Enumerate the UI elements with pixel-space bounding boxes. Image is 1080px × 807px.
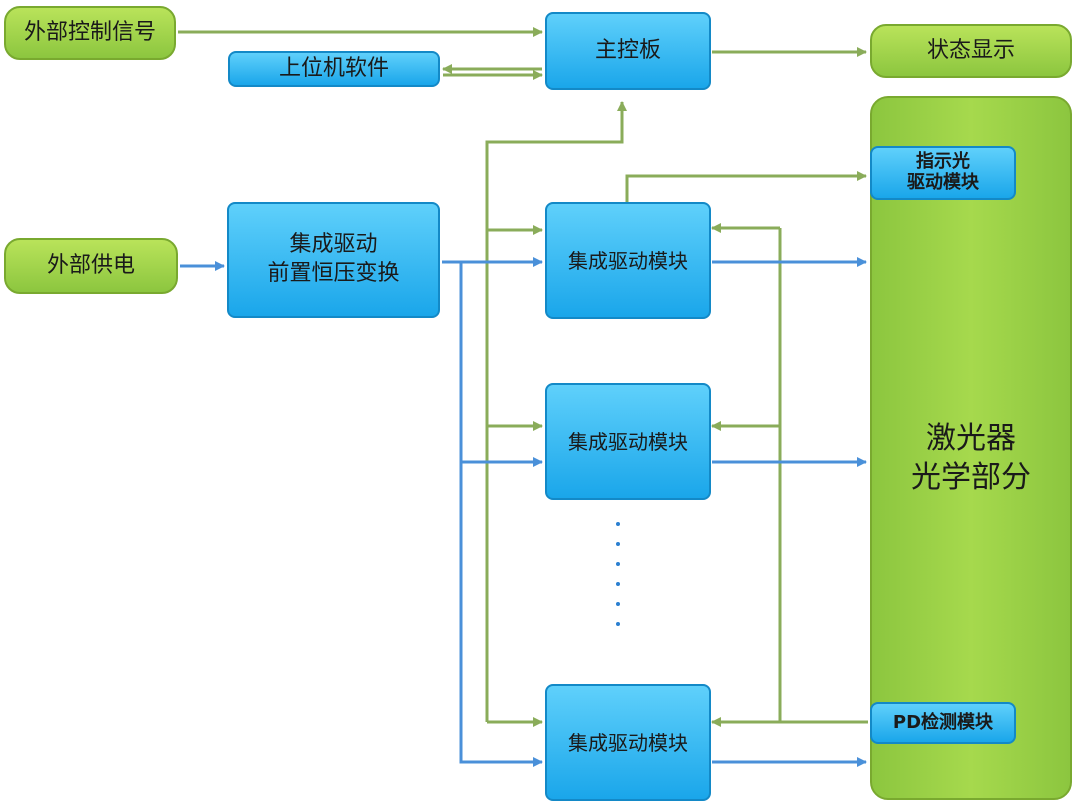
laser-optics-line-1: 激光器 (926, 421, 1016, 456)
driver-module-1-label: 集成驱动模块 (568, 248, 688, 273)
bus-to-main (485, 101, 627, 722)
laser-optics: 激光器 光学部分 (870, 96, 1072, 800)
main-board-label: 主控板 (594, 37, 661, 63)
status-display-label: 状态显示 (926, 37, 1015, 63)
pd-detection-label: PD检测模块 (892, 712, 994, 734)
driver-module-2-label: 集成驱动模块 (568, 429, 688, 454)
indicator-driver-line-1: 指示光 (916, 151, 970, 173)
host-software-label: 上位机软件 (278, 55, 389, 81)
driver-module-3: 集成驱动模块 (545, 684, 711, 801)
pre-regulator: 集成驱动 前置恒压变换 (227, 202, 440, 318)
pd-detection-module: PD检测模块 (870, 702, 1016, 744)
laser-optics-line-2: 光学部分 (911, 460, 1031, 495)
status-display: 状态显示 (870, 24, 1072, 78)
driver-module-1: 集成驱动模块 (545, 202, 711, 319)
indicator-driver-line-2: 驱动模块 (907, 172, 979, 193)
driver-module-3-label: 集成驱动模块 (568, 730, 688, 755)
external-power-label: 外部供电 (46, 252, 135, 278)
arrow-driver-to-indicator (625, 171, 867, 203)
power-bus-a (459, 262, 543, 767)
main-control-board: 主控板 (545, 12, 711, 90)
external-control-signal: 外部控制信号 (4, 6, 176, 60)
host-software: 上位机软件 (228, 51, 440, 87)
pre-regulator-line-1: 集成驱动 (289, 232, 378, 258)
driver-module-2: 集成驱动模块 (545, 383, 711, 500)
external-power-supply: 外部供电 (4, 238, 178, 294)
laser-optics-text: 激光器 光学部分 (911, 419, 1031, 497)
pd-feedback-bus (778, 228, 868, 724)
indicator-driver-module: 指示光 驱动模块 (870, 146, 1016, 200)
pre-regulator-line-2: 前置恒压变换 (267, 261, 400, 286)
external-control-label: 外部控制信号 (23, 19, 156, 45)
